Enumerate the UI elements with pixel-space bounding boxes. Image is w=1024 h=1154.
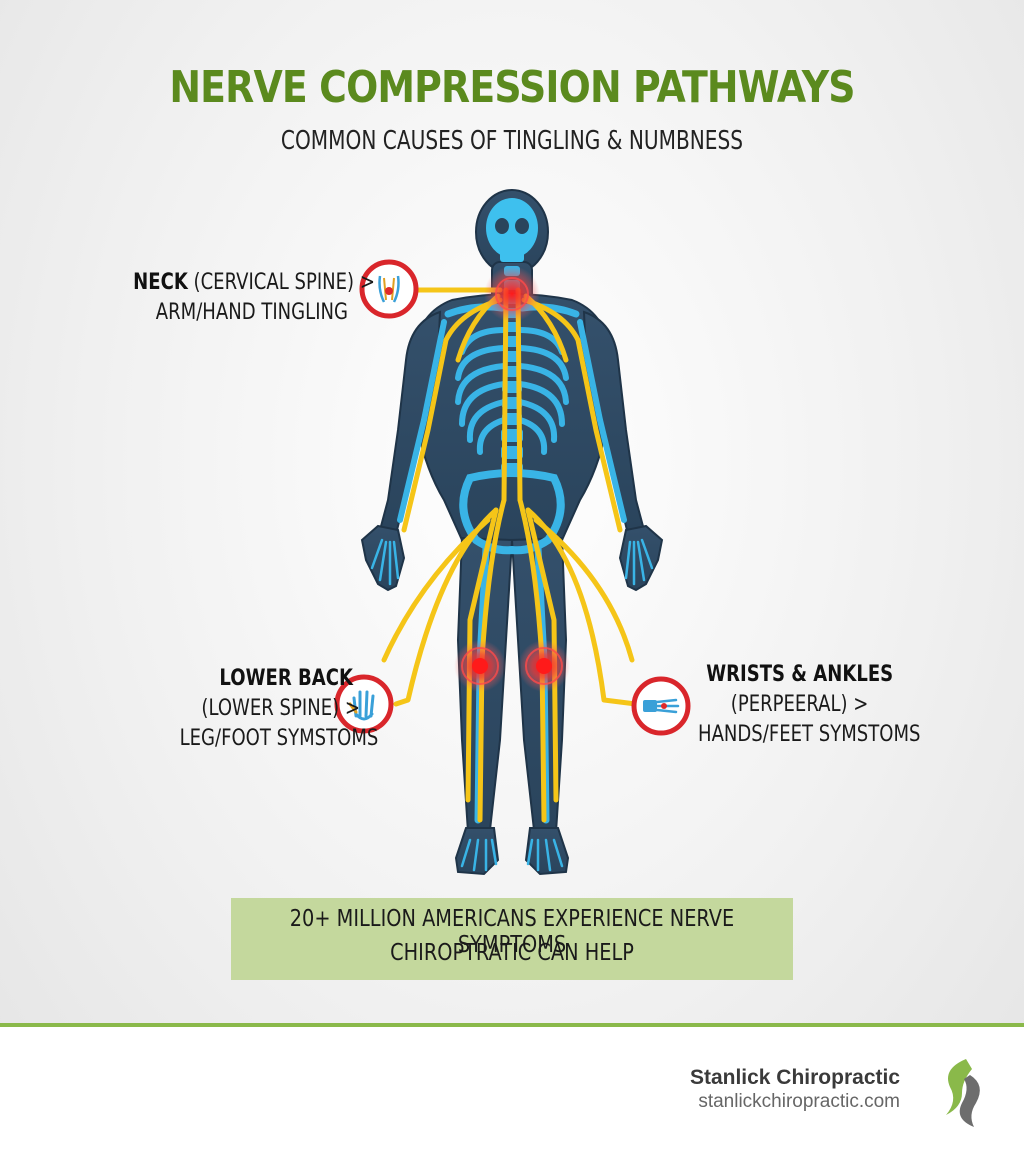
- page-title: NERVE COMPRESSION PATHWAYS: [169, 62, 855, 113]
- callout-lower-back-line3: LEG/FOOT SYMSTOMS: [179, 726, 379, 751]
- page-subtitle: COMMON CAUSES OF TINGLING & NUMBNESS: [280, 126, 744, 156]
- hand-icon: [334, 674, 394, 734]
- body-diagram: [334, 189, 691, 876]
- hotspot-left-knee: [454, 640, 506, 692]
- footer: [0, 1027, 1024, 1154]
- brand-url[interactable]: stanlickchiropractic.com: [698, 1091, 900, 1112]
- callout-wrists-ankles: WRISTS & ANKLES (PERPEERAL) > HANDS/FEET…: [698, 660, 958, 750]
- footer-divider: [0, 1023, 1024, 1027]
- hotspot-neck: [484, 266, 540, 322]
- stat-box: 20+ MILLION AMERICANS EXPERIENCE NERVE S…: [231, 898, 793, 980]
- cervical-spine-icon: [359, 259, 419, 319]
- stat-line-1: 20+ MILLION AMERICANS EXPERIENCE NERVE S…: [289, 906, 735, 958]
- callout-lower-back-line2: (LOWER SPINE) >: [201, 696, 360, 721]
- callout-lower-back-title: LOWER BACK: [219, 666, 353, 691]
- callout-neck-title: NECK: [133, 270, 188, 295]
- stat-line-2: CHIROPTRATIC CAN HELP: [390, 940, 634, 966]
- callout-lower-back: LOWER BACK (LOWER SPINE) > LEG/FOOT SYMS…: [140, 664, 379, 754]
- hotspot-right-knee: [518, 640, 570, 692]
- brand-logo-icon: [946, 1059, 980, 1127]
- callout-wrists-ankles-title: WRISTS & ANKLES: [706, 662, 894, 687]
- callout-wrists-ankles-line2: (PERPEERAL) >: [730, 692, 869, 717]
- callout-wrists-ankles-line3: HANDS/FEET SYMSTOMS: [698, 722, 921, 747]
- callout-neck-line2: ARM/HAND TINGLING: [155, 300, 348, 325]
- brand-name: Stanlick Chiropractic: [689, 1066, 900, 1089]
- callout-neck: NECK (CERVICAL SPINE) > ARM/HAND TINGLIN…: [86, 268, 375, 328]
- wrist-icon: [631, 676, 691, 736]
- callout-neck-line1: (CERVICAL SPINE) >: [187, 270, 375, 295]
